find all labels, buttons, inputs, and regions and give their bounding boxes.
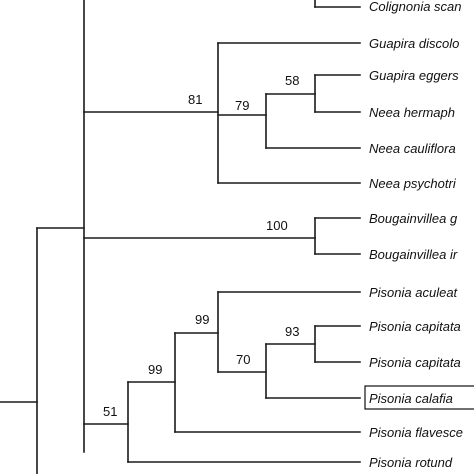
taxon-label-colignonia: Colignonia scan xyxy=(369,0,462,14)
support-value-eggers-herm: 58 xyxy=(285,73,299,88)
taxon-label-pisonia-calafia: Pisonia calafia xyxy=(369,391,453,406)
taxon-label-bougainvillea-ir: Bougainvillea ir xyxy=(369,247,458,262)
taxon-label-pisonia-capitata-1: Pisonia capitata xyxy=(369,319,461,334)
taxon-label-neea-hermaphrodita: Neea hermaph xyxy=(369,105,455,120)
taxon-label-pisonia-flavescens: Pisonia flavesce xyxy=(369,425,463,440)
taxon-label-pisonia-aculeata: Pisonia aculeat xyxy=(369,285,459,300)
taxon-label-neea-psychotrioides: Neea psychotri xyxy=(369,176,457,191)
taxon-label-pisonia-capitata-2: Pisonia capitata xyxy=(369,355,461,370)
taxon-label-pisonia-rotundata: Pisonia rotund xyxy=(369,455,453,470)
support-value-pisonia-a: 99 xyxy=(148,362,162,377)
taxon-label-bougainvillea-g: Bougainvillea g xyxy=(369,211,458,226)
taxon-label-guapira-eggersiana: Guapira eggers xyxy=(369,68,459,83)
support-value-pisonia-core: 51 xyxy=(103,404,117,419)
support-value-bougainvillea: 100 xyxy=(266,218,288,233)
taxon-label-guapira-discolor: Guapira discolo xyxy=(369,36,459,51)
support-value-pisonia-b: 99 xyxy=(195,312,209,327)
highlight-box-pisonia-calafia xyxy=(364,385,474,410)
support-value-guapira-neea: 81 xyxy=(188,92,202,107)
support-value-capitata: 93 xyxy=(285,324,299,339)
taxon-label-neea-cauliflora: Neea cauliflora xyxy=(369,141,456,156)
support-value-pisonia-c: 70 xyxy=(236,352,250,367)
support-value-neea-inner: 79 xyxy=(235,98,249,113)
